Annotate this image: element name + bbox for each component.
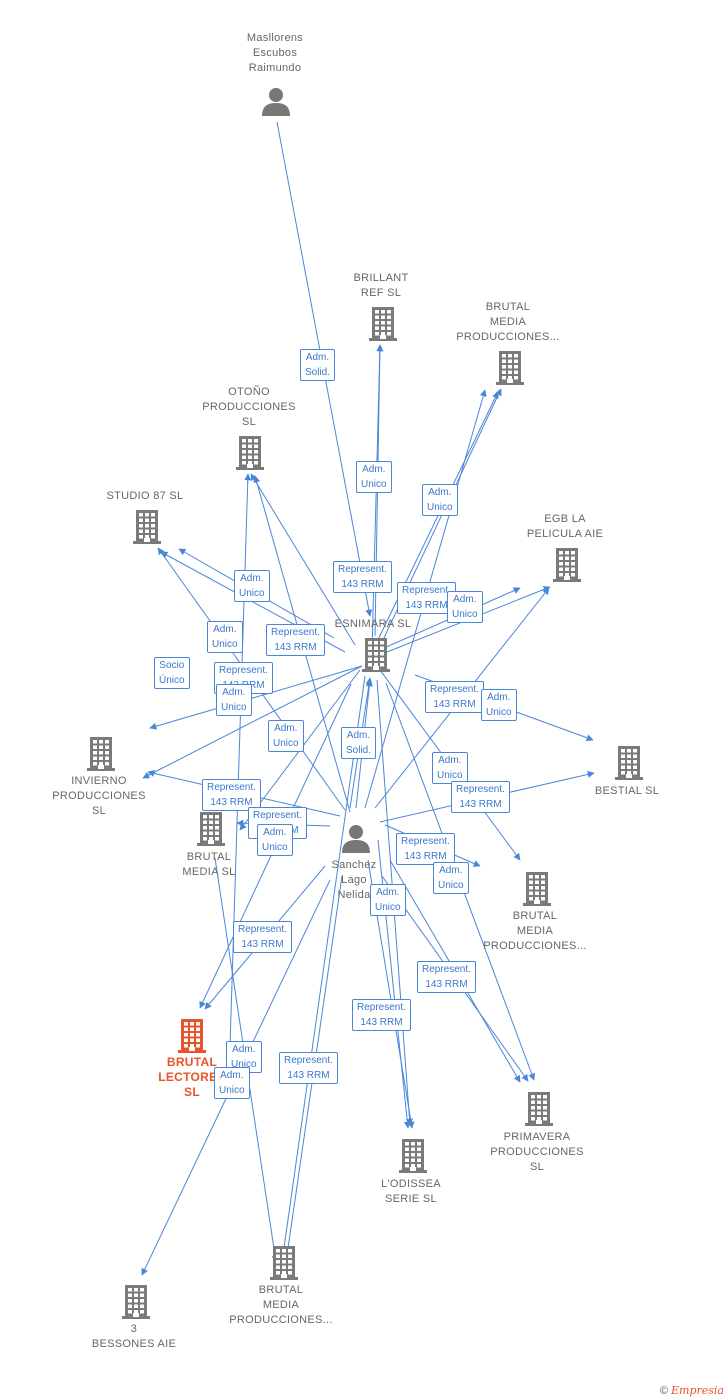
building-icon[interactable] [522, 870, 552, 906]
relation-label[interactable]: Adm. Unico [257, 824, 293, 856]
copyright-icon: © [659, 1385, 668, 1397]
node-label-primavera[interactable]: PRIMAVERA PRODUCCIONES SL [490, 1131, 584, 1173]
node-label-masllorens[interactable]: Masllorens Escubos Raimundo [246, 32, 304, 74]
building-icon[interactable] [196, 810, 226, 846]
building-icon[interactable] [495, 349, 525, 385]
relation-label[interactable]: Adm. Solid. [341, 727, 377, 759]
building-icon[interactable] [614, 744, 644, 780]
relation-edge [142, 665, 363, 779]
relation-edge [250, 473, 356, 646]
building-icon[interactable] [361, 636, 391, 672]
building-icon[interactable] [132, 508, 162, 544]
person-icon[interactable] [341, 823, 371, 853]
relation-label[interactable]: Represent. 143 RRM [352, 999, 411, 1031]
node-label-3-bessones[interactable]: 3 BESSONES AIE [91, 1323, 177, 1350]
relation-label[interactable]: Adm. Unico [207, 621, 243, 653]
relation-label[interactable]: Represent. 143 RRM [233, 921, 292, 953]
node-label-otono[interactable]: OTOÑO PRODUCCIONES SL [202, 386, 296, 428]
person-icon[interactable] [261, 86, 291, 116]
building-icon[interactable] [398, 1137, 428, 1173]
relation-edge [279, 675, 366, 1263]
relation-edge [371, 344, 384, 653]
relation-label[interactable]: Adm. Unico [481, 689, 517, 721]
building-icon[interactable] [235, 434, 265, 470]
relation-label[interactable]: Adm. Unico [447, 591, 483, 623]
node-label-brutal-media-sl[interactable]: BRUTAL MEDIA SL [182, 851, 236, 878]
node-label-brutal-media-top[interactable]: BRUTAL MEDIA PRODUCCIONES... [456, 301, 560, 343]
node-label-sanchez[interactable]: Sanchez Lago Nelida [331, 859, 377, 901]
building-icon[interactable] [269, 1244, 299, 1280]
relation-label[interactable]: Represent. 143 RRM [266, 624, 325, 656]
relation-label[interactable]: Represent. 143 RRM [425, 681, 484, 713]
relation-edge [371, 391, 499, 653]
relation-edge [149, 665, 363, 730]
node-label-bestial[interactable]: BESTIAL SL [594, 785, 660, 797]
relation-label[interactable]: Represent. 143 RRM [333, 561, 392, 593]
relation-label[interactable]: Represent. 143 RRM [397, 582, 456, 614]
relation-label[interactable]: Represent. 143 RRM [417, 961, 476, 993]
node-label-studio87[interactable]: STUDIO 87 SL [106, 490, 184, 502]
node-label-odissea[interactable]: L'ODISSEA SERIE SL [381, 1178, 441, 1205]
relation-label[interactable]: Represent. 143 RRM [396, 833, 455, 865]
node-label-brillant[interactable]: BRILLANT REF SL [353, 272, 409, 299]
relation-label[interactable]: Socio Único [154, 657, 190, 689]
relation-label[interactable]: Represent. 143 RRM [451, 781, 510, 813]
relation-label[interactable]: Adm. Unico [356, 461, 392, 493]
building-icon[interactable] [86, 735, 116, 771]
node-label-esnimara[interactable]: ESNIMARA SL [334, 618, 412, 630]
relation-label[interactable]: Adm. Unico [432, 752, 468, 784]
node-label-brutal-media-bottom[interactable]: BRUTAL MEDIA PRODUCCIONES... [229, 1284, 333, 1326]
relation-label[interactable]: Adm. Unico [214, 1067, 250, 1099]
node-label-egb[interactable]: EGB LA PELICULA AIE [526, 513, 604, 540]
building-icon[interactable] [368, 305, 398, 341]
relation-label[interactable]: Adm. Unico [216, 684, 252, 716]
relation-label[interactable]: Adm. Unico [234, 570, 270, 602]
relation-label[interactable]: Represent. 143 RRM [202, 779, 261, 811]
relation-label[interactable]: Represent. 143 RRM [279, 1052, 338, 1084]
relation-label[interactable]: Adm. Solid. [300, 349, 336, 381]
building-icon[interactable] [552, 546, 582, 582]
building-icon[interactable] [524, 1090, 554, 1126]
relation-label[interactable]: Adm. Unico [422, 484, 458, 516]
building-icon[interactable] [177, 1017, 207, 1053]
relation-label[interactable]: Adm. Unico [433, 862, 469, 894]
relation-label[interactable]: Adm. Unico [268, 720, 304, 752]
node-label-invierno[interactable]: INVIERNO PRODUCCIONES SL [52, 775, 146, 817]
building-icon[interactable] [121, 1283, 151, 1319]
footer-brand: © Empresia [660, 1384, 724, 1397]
brand-logo: Empresia [671, 1384, 724, 1397]
node-label-brutal-media-right[interactable]: BRUTAL MEDIA PRODUCCIONES... [483, 910, 587, 952]
node-label-brutal-lectores[interactable]: BRUTAL LECTORES SL [158, 1055, 226, 1099]
relation-label[interactable]: Adm. Unico [370, 884, 406, 916]
